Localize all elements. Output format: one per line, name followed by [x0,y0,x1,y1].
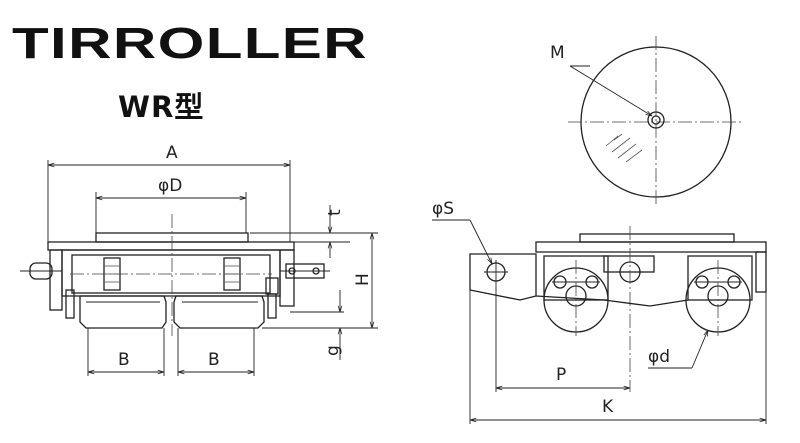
dim-M: M [550,43,565,63]
dim-B-right: B [208,350,220,370]
top-frame [47,241,295,251]
wheel-housing-right [687,255,753,301]
side-view: φS P φd K [432,199,767,424]
logo-text: TIRROLLER [12,20,368,64]
dim-g: g [323,345,343,356]
center-bolt [647,111,665,129]
side-tow-bar [469,253,537,301]
dim-H: H [353,273,373,286]
dim-S: φS [432,199,454,219]
side-frame [535,241,767,253]
tirroller-logo: TIRROLLER [12,20,368,64]
roller-right [223,257,241,291]
dim-d: φd [648,347,670,367]
dim-D: φD [158,176,182,196]
top-view: M [550,36,744,206]
dim-P: P [556,365,566,385]
dim-B-left: B [118,350,130,370]
swivel-block [603,255,655,273]
rubber-pad-hatch [605,133,643,163]
model-title: WR型 [118,90,205,124]
right-bracket [279,249,295,307]
roller-left [103,257,121,291]
left-bracket [49,249,63,311]
dim-K: K [602,397,614,417]
side-top-plate [579,233,735,243]
linkage-bar [535,295,689,307]
track-right [173,295,265,329]
dim-A: A [166,143,178,163]
body-frame [61,249,281,297]
track-left [79,295,167,329]
dim-t: t [325,209,345,216]
front-view: A φD t H g B B [20,143,378,376]
